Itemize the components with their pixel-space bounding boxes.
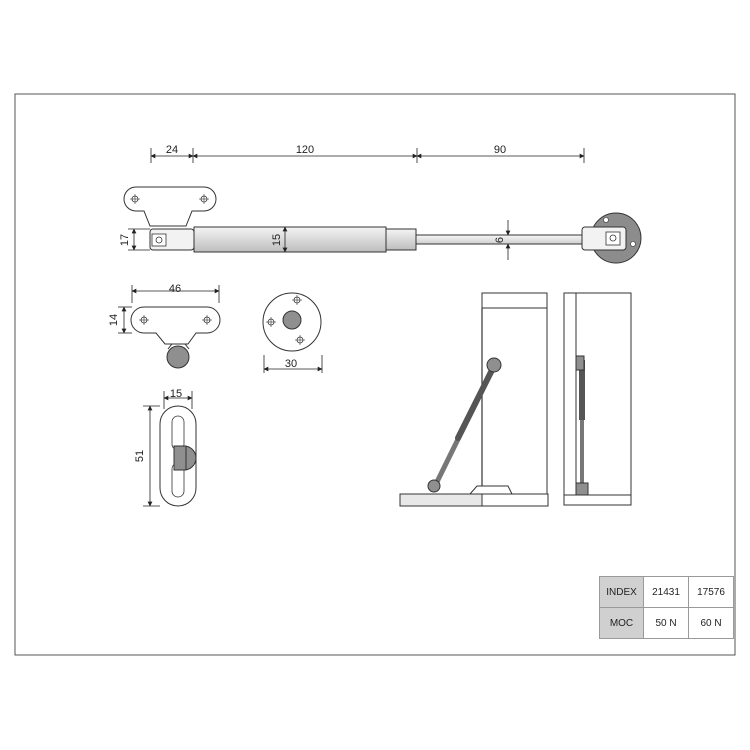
dim-slot-width: 15 — [170, 388, 182, 400]
cabinet-open-view — [399, 292, 549, 507]
slotted-plate-detail — [143, 391, 197, 507]
bracket-detail — [118, 285, 221, 369]
round-plate-detail — [262, 292, 323, 373]
cylinder-seal — [385, 228, 417, 251]
table-row: INDEX 21431 17576 — [599, 576, 734, 608]
spec-table: INDEX 21431 17576 MOC 50 N 60 N — [599, 576, 734, 639]
dim-bracket-depth: 14 — [108, 314, 120, 326]
cylinder-body — [193, 226, 387, 253]
bracket-plate — [123, 186, 217, 227]
spec-row-label: MOC — [599, 607, 644, 639]
dim-rod-dia: 6 — [494, 237, 506, 243]
spec-cell: 17576 — [688, 576, 734, 608]
dim-stroke: 90 — [494, 144, 506, 156]
gas-strut-side-view — [123, 186, 642, 264]
spec-cell: 21431 — [643, 576, 689, 608]
top-dimension-chain — [150, 148, 585, 163]
dim-bracket-width: 46 — [169, 283, 181, 295]
dim-body-length: 120 — [296, 144, 314, 156]
bracket-plate-top — [130, 306, 221, 345]
dim-bracket-height: 17 — [119, 234, 131, 246]
bracket-ball — [166, 345, 190, 369]
table-row: MOC 50 N 60 N — [599, 607, 734, 639]
drawing-frame — [14, 93, 736, 656]
cabinet-closed-view — [563, 292, 632, 506]
dim-cylinder-dia: 15 — [271, 234, 283, 246]
spec-cell: 50 N — [643, 607, 689, 639]
dim-bracket-offset: 24 — [166, 144, 178, 156]
spec-row-label: INDEX — [599, 576, 644, 608]
dim-plate-dia: 30 — [285, 358, 297, 370]
dim-slot-length: 51 — [134, 450, 146, 462]
spec-cell: 60 N — [688, 607, 734, 639]
